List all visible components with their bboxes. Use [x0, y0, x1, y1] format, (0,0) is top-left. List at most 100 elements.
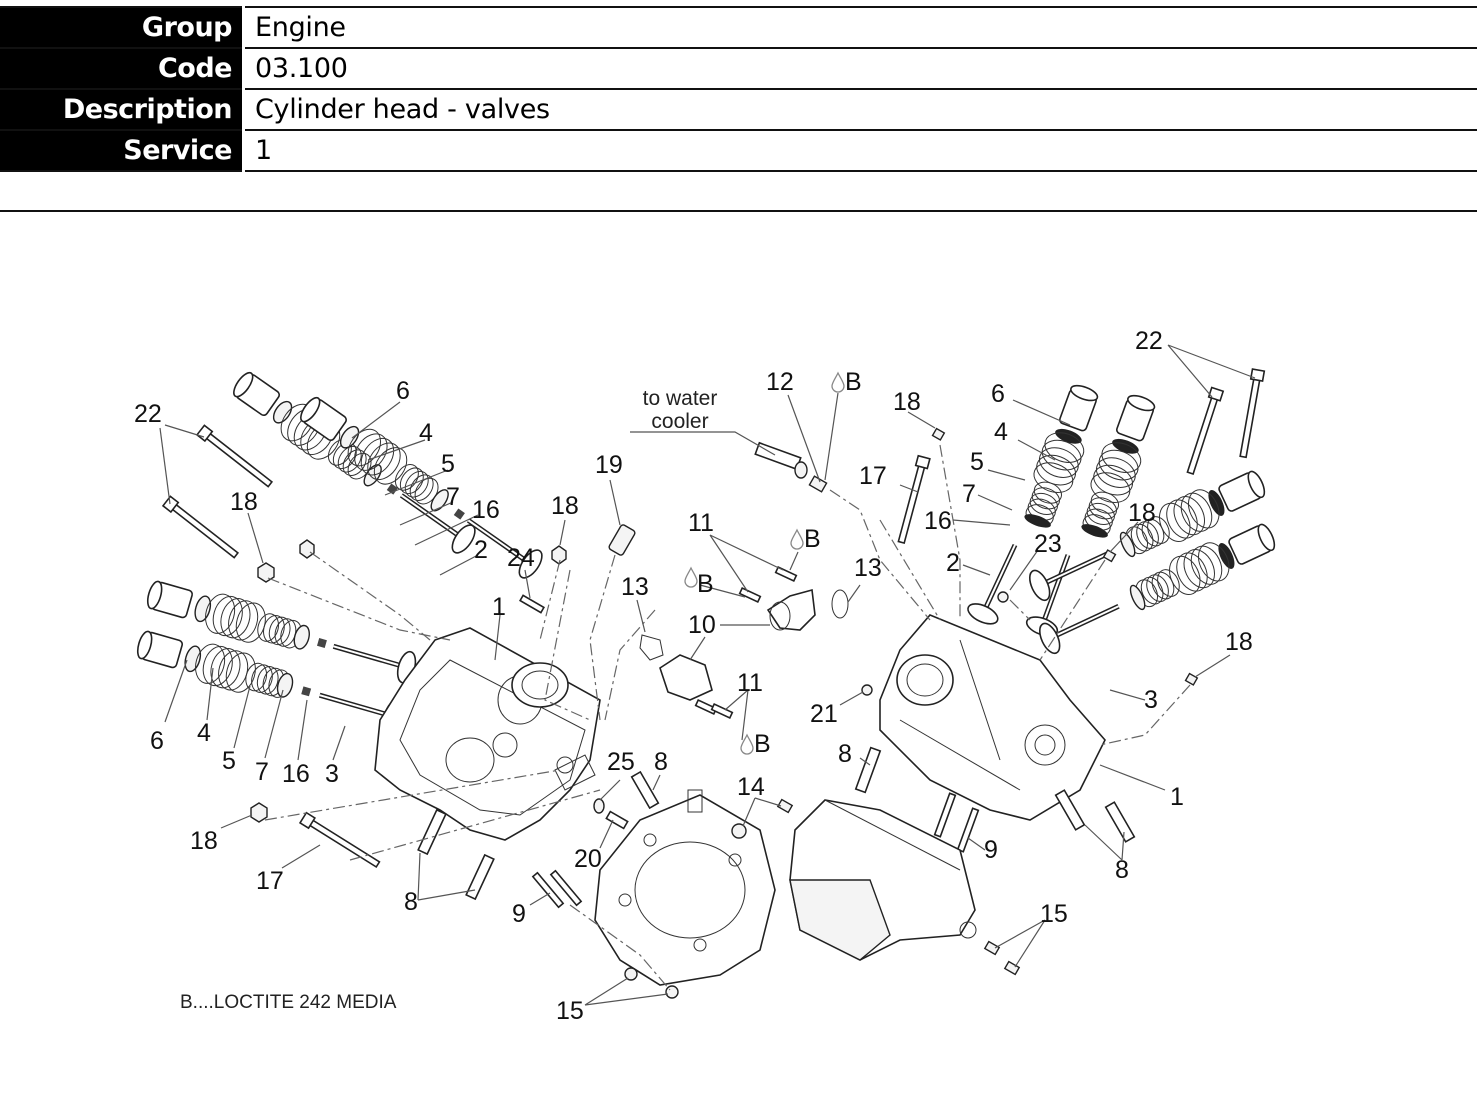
nut-14 [731, 823, 747, 839]
callout-2: 2 [946, 549, 960, 577]
callout-8: 8 [404, 888, 418, 916]
nut-18d [250, 802, 268, 823]
service-label: Service [0, 129, 245, 172]
callout-18: 18 [190, 827, 218, 855]
info-row-description: Description Cylinder head - valves [0, 88, 1477, 131]
nut-15a [624, 967, 638, 981]
callout-3: 3 [1144, 686, 1158, 714]
callout-2: 2 [474, 536, 488, 564]
callout-7: 7 [255, 758, 269, 786]
right-head-assembly [776, 368, 1279, 976]
water-outlet-10b [659, 654, 713, 701]
callout-7: 7 [962, 480, 976, 508]
nipple-12 [808, 475, 828, 493]
callout-23: 23 [1034, 530, 1062, 558]
plug-23 [997, 591, 1009, 603]
stud-9b [549, 869, 583, 907]
gasket-13b [831, 589, 849, 619]
hose-pipe [754, 441, 802, 471]
water-cooler-label-line1: to water [643, 387, 718, 410]
nut-14b [776, 798, 794, 814]
callout-13: 13 [621, 573, 649, 601]
washer-25 [593, 798, 605, 814]
screw-24 [519, 594, 545, 614]
dowel-8a [417, 808, 447, 856]
callout-11: 11 [737, 669, 763, 697]
callout-13: 13 [854, 554, 882, 582]
right-head-bolt-2 [1236, 368, 1266, 459]
callout-14: 14 [737, 773, 765, 801]
screw-11a [738, 586, 762, 604]
right-cylinder-head [879, 614, 1106, 821]
screw-11b [774, 565, 798, 583]
left-lower-valve-train-1 [144, 579, 419, 689]
callout-8: 8 [838, 740, 852, 768]
dowel-8c [630, 770, 660, 810]
callout-6: 6 [150, 727, 164, 755]
screw-20 [605, 810, 629, 830]
water-fittings [639, 441, 849, 720]
exploded-parts-diagram: 22 6 4 5 7 16 2 18 18 24 19 1 6 4 5 7 16… [134, 327, 1279, 1025]
dowel-8b [465, 853, 495, 901]
callout-4: 4 [994, 418, 1008, 446]
callout-21: 21 [810, 700, 838, 728]
screw-11d [710, 702, 734, 720]
loctite-marker: B [845, 368, 862, 396]
callout-18: 18 [230, 488, 258, 516]
left-head-bolt-1 [196, 424, 275, 490]
group-label: Group [0, 6, 245, 49]
callout-4: 4 [197, 719, 211, 747]
callout-18: 18 [893, 388, 921, 416]
loctite-marker: B [754, 730, 771, 758]
water-outlet-10a [766, 588, 816, 631]
nut-21 [861, 684, 873, 696]
gasket-13a [639, 634, 664, 661]
group-value: Engine [242, 6, 1477, 49]
callout-6: 6 [396, 377, 410, 405]
callout-17: 17 [859, 462, 887, 490]
callout-12: 12 [766, 368, 794, 396]
nut-15d [1003, 960, 1021, 976]
stud-9c [933, 792, 957, 838]
callout-5: 5 [222, 747, 236, 775]
callout-22: 22 [134, 400, 162, 428]
leader-lines [159, 344, 1256, 1006]
callout-18: 18 [551, 492, 579, 520]
description-label: Description [0, 88, 245, 131]
callout-labels: 22 6 4 5 7 16 2 18 18 24 19 1 6 4 5 7 16… [134, 327, 1253, 1025]
stud-9a [531, 871, 565, 909]
service-value: 1 [242, 129, 1477, 172]
callout-18: 18 [1225, 628, 1253, 656]
callout-6: 6 [991, 380, 1005, 408]
callout-1: 1 [492, 593, 506, 621]
loctite-marker: B [697, 570, 714, 598]
callout-10: 10 [688, 611, 716, 639]
right-upper-valve-train-2 [1079, 391, 1158, 540]
nut-18b [299, 539, 315, 559]
nut-18f [1102, 549, 1117, 563]
right-side-valve-train-1 [1024, 468, 1269, 607]
callout-11: 11 [688, 509, 714, 537]
callout-8: 8 [1115, 856, 1129, 884]
water-cooler-label-line2: cooler [651, 410, 708, 433]
left-head-assembly [134, 368, 776, 999]
nut-15b [665, 985, 679, 999]
callout-15: 15 [556, 997, 584, 1025]
info-row-code: Code 03.100 [0, 47, 1477, 90]
dowel-8d [854, 746, 882, 794]
loctite-drop-icon-3 [684, 567, 698, 588]
nut-18g [1184, 672, 1199, 686]
callout-22: 22 [1135, 327, 1163, 355]
loctite-drop-icon-2 [790, 529, 804, 550]
callout-20: 20 [574, 845, 602, 873]
callout-9: 9 [984, 836, 998, 864]
callout-16: 16 [924, 507, 952, 535]
right-cylinder [789, 799, 977, 961]
callout-7: 7 [446, 483, 460, 511]
section-divider [0, 210, 1477, 212]
callout-9: 9 [512, 900, 526, 928]
code-value: 03.100 [242, 47, 1477, 90]
description-value: Cylinder head - valves [242, 88, 1477, 131]
dowel-8f [1104, 801, 1136, 843]
info-row-group: Group Engine [0, 6, 1477, 49]
